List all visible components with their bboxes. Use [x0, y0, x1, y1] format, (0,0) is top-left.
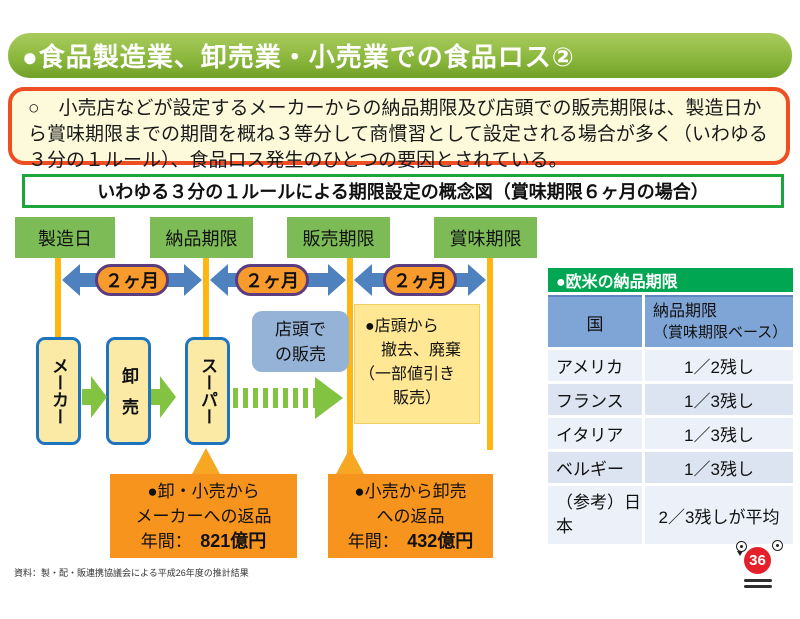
intro-box: ○ 小売店などが設定するメーカーからの納品期限及び店頭での販売期限は、製造日から…	[8, 87, 790, 171]
actor-maker: メーカー	[36, 337, 81, 445]
concept-title: いわゆる３分の１ルールによる期限設定の概念図（賞味期限６ヶ月の場合）	[97, 182, 709, 202]
page-title: ●食品製造業、卸売業・小売業での食品ロス②	[22, 42, 575, 72]
milestone-sales-deadline: 販売期限	[287, 217, 390, 258]
arrow-right-head-icon	[468, 264, 486, 296]
double-bar-icon	[744, 579, 772, 591]
arrow-right-head-icon	[328, 264, 346, 296]
title-bar: ●食品製造業、卸売業・小売業での食品ロス②	[8, 33, 792, 78]
table-row: ベルギー 1／3残し	[548, 452, 793, 483]
intro-text: ○ 小売店などが設定するメーカーからの納品期限及び店頭での販売期限は、製造日から…	[28, 98, 768, 171]
page-number-badge: 36	[744, 547, 771, 574]
striped-arrow-head-icon	[315, 377, 343, 419]
table-header-row: 国 納品期限 （賞味期限ベース）	[548, 295, 793, 347]
arrow-left-head-icon	[354, 264, 372, 296]
pin-icon	[736, 541, 747, 556]
interval-label-1: ２ヶ月	[95, 264, 169, 296]
milestone-manufacture-date: 製造日	[15, 217, 115, 258]
store-sales-box: 店頭で の販売	[252, 311, 349, 372]
table-row: イタリア 1／3残し	[548, 418, 793, 449]
return-box-to-maker: ●卸・小売から メーカーへの返品 年間： 821億円	[110, 474, 297, 558]
striped-arrow-body	[233, 388, 315, 408]
target-icon	[772, 540, 783, 551]
timeline-line-3	[347, 258, 353, 460]
return-amount: 821億円	[200, 530, 267, 551]
callout-triangle-1	[192, 448, 220, 474]
arrow-left-head-icon	[62, 264, 80, 296]
concept-title-box: いわゆる３分の１ルールによる期限設定の概念図（賞味期限６ヶ月の場合）	[22, 174, 784, 208]
arrow-head-icon	[160, 376, 176, 418]
source-note: 資料：製・配・販連携協議会による平成26年度の推計結果	[14, 568, 249, 578]
arrow-left-head-icon	[210, 264, 228, 296]
return-amount: 432億円	[407, 530, 474, 551]
actor-wholesale: 卸売	[106, 337, 151, 445]
western-deadline-table: ●欧米の納品期限 国 納品期限 （賞味期限ベース） アメリカ 1／2残し フラン…	[548, 268, 793, 544]
return-box-to-wholesale: ●小売から卸売 への返品 年間： 432億円	[328, 474, 493, 558]
timeline-line-4	[487, 258, 493, 450]
table-row: （参考）日本 2／3残しが平均	[548, 486, 793, 544]
actor-supermarket: スーパー	[185, 337, 230, 445]
flow-arrow-maker-to-wholesale	[82, 376, 107, 418]
interval-label-2: ２ヶ月	[235, 264, 309, 296]
header-country: 国	[548, 295, 642, 347]
arrow-right-head-icon	[184, 264, 202, 296]
table-row: アメリカ 1／2残し	[548, 350, 793, 381]
flow-arrow-wholesale-to-super	[151, 376, 176, 418]
milestone-delivery-deadline: 納品期限	[150, 217, 253, 258]
interval-label-3: ２ヶ月	[383, 264, 457, 296]
table-row: フランス 1／3残し	[548, 384, 793, 415]
table-title: ●欧米の納品期限	[548, 268, 793, 292]
removal-note-box: ●店頭から 撤去、廃棄 （一部値引き 販売）	[354, 304, 480, 424]
arrow-head-icon	[91, 376, 107, 418]
callout-triangle-2	[336, 448, 364, 474]
milestone-best-before: 賞味期限	[434, 217, 537, 258]
header-deadline: 納品期限 （賞味期限ベース）	[645, 295, 793, 347]
